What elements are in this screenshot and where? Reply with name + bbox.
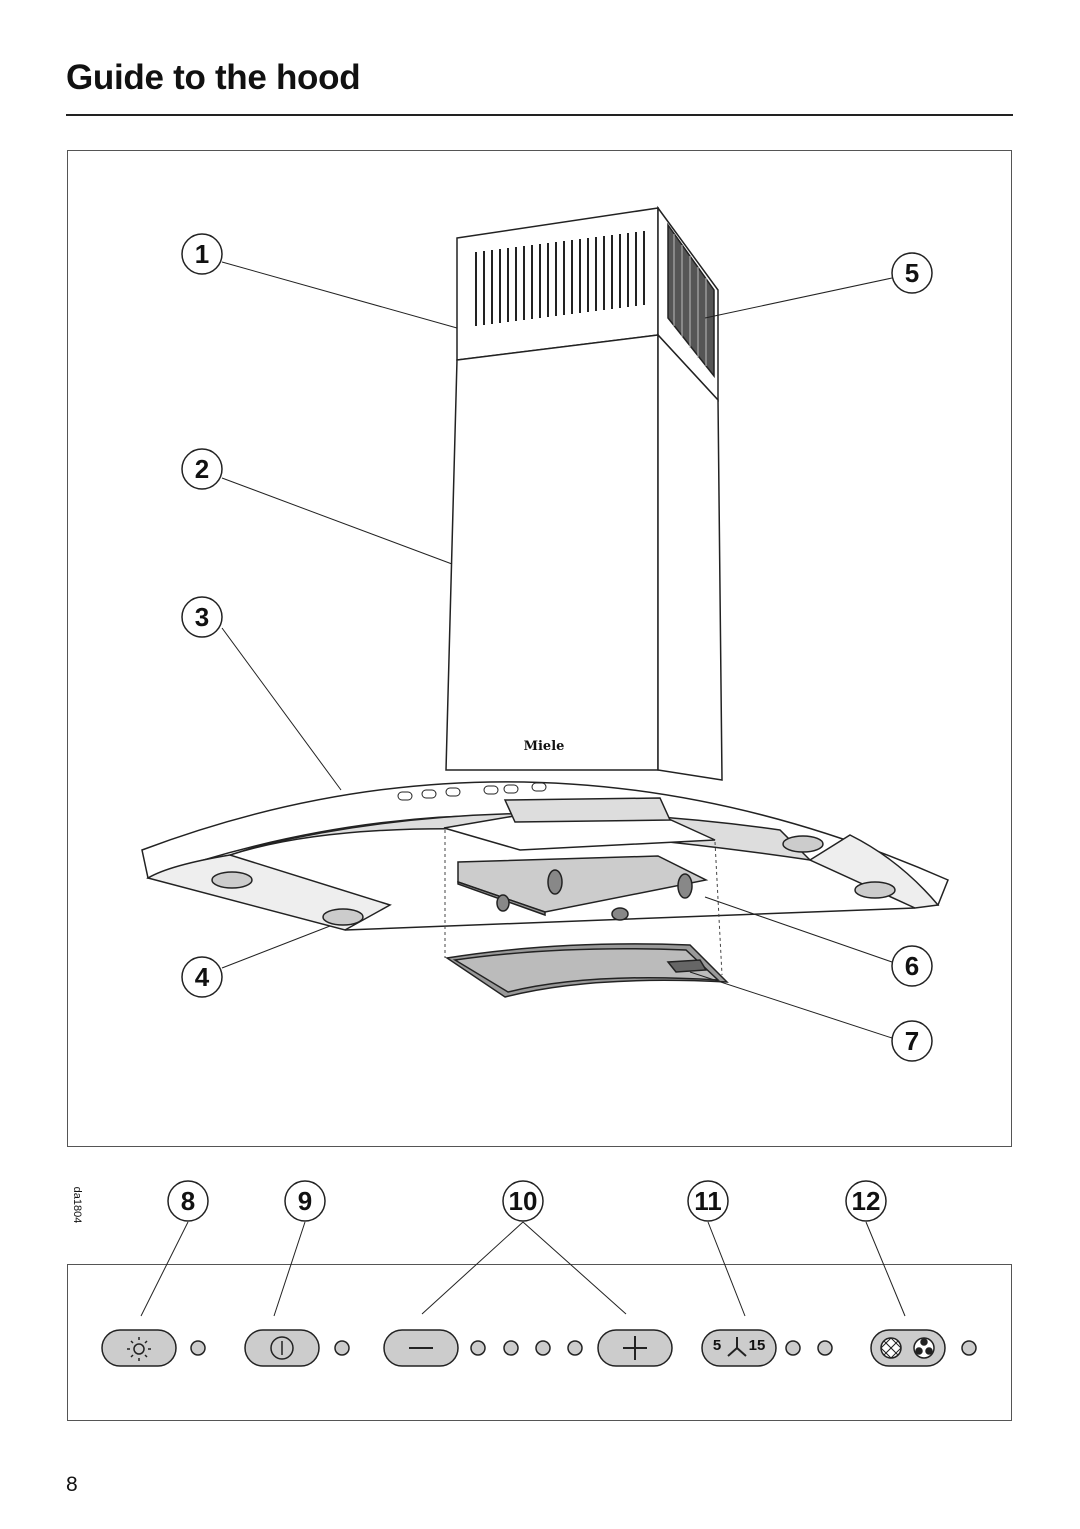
minus-button [383,1329,459,1367]
title-rule [66,114,1013,116]
svg-text:4: 4 [195,962,210,992]
svg-text:2: 2 [195,454,209,484]
svg-text:10: 10 [509,1186,538,1216]
hood-canopy [141,781,949,931]
panel-callout-lines [140,1221,906,1317]
page-title: Guide to the hood [66,58,361,97]
dashed-guides [444,830,723,976]
canopy-controls [397,782,547,801]
power-icon [270,1336,294,1360]
callout-8: 8 [167,1180,209,1222]
callout-7: 7 [891,1020,933,1062]
figure-code: da1804 [71,1187,83,1224]
power-indicator [334,1340,350,1356]
callout-9: 9 [284,1180,326,1222]
callout-12: 12 [845,1180,887,1222]
svg-text:5: 5 [905,258,919,288]
svg-text:5: 5 [713,1337,721,1354]
callout-11: 11 [687,1180,729,1222]
fan-timer-icon [727,1337,747,1357]
fan-timer-button: 5 15 [701,1329,777,1367]
miele-logo: Miele [524,739,565,754]
timer-indicator-1 [785,1340,801,1356]
filter-assembly [443,797,716,921]
callout-3: 3 [181,596,223,638]
callout-10: 10 [502,1180,544,1222]
fan-level-indicator-1 [470,1340,486,1356]
svg-text:6: 6 [905,951,919,981]
plus-button [597,1329,673,1367]
fan-level-indicator-3 [535,1340,551,1356]
callout-6: 6 [891,945,933,987]
filter-icon [880,1337,935,1359]
control-panel: 8 9 10 11 12 [101,1180,977,1367]
svg-text:7: 7 [905,1026,919,1056]
svg-text:12: 12 [852,1186,881,1216]
plus-icon [623,1336,647,1360]
power-button [244,1329,320,1367]
light-icon [127,1337,151,1361]
filter-button [870,1329,946,1367]
light-button [101,1329,177,1367]
svg-text:da1804: da1804 [71,1187,83,1224]
callout-4: 4 [181,956,223,998]
filter-indicator [961,1340,977,1356]
svg-text:11: 11 [694,1186,722,1216]
callout-2: 2 [181,448,223,490]
timer-indicator-2 [817,1340,833,1356]
svg-text:3: 3 [195,602,209,632]
svg-text:8: 8 [181,1186,195,1216]
callout-1: 1 [181,233,223,275]
page-number: 8 [66,1473,78,1496]
hood-illustration: Miele [141,205,949,1062]
fan-level-indicator-2 [503,1340,519,1356]
callout-5: 5 [891,252,933,294]
chimney-body [445,333,723,781]
svg-text:15: 15 [749,1337,766,1354]
chimney-top [456,205,719,402]
svg-text:1: 1 [195,239,209,269]
fan-level-indicator-4 [567,1340,583,1356]
svg-text:9: 9 [298,1186,312,1216]
callout-lines [221,261,893,1039]
grease-filter [444,943,729,998]
light-indicator [190,1340,206,1356]
